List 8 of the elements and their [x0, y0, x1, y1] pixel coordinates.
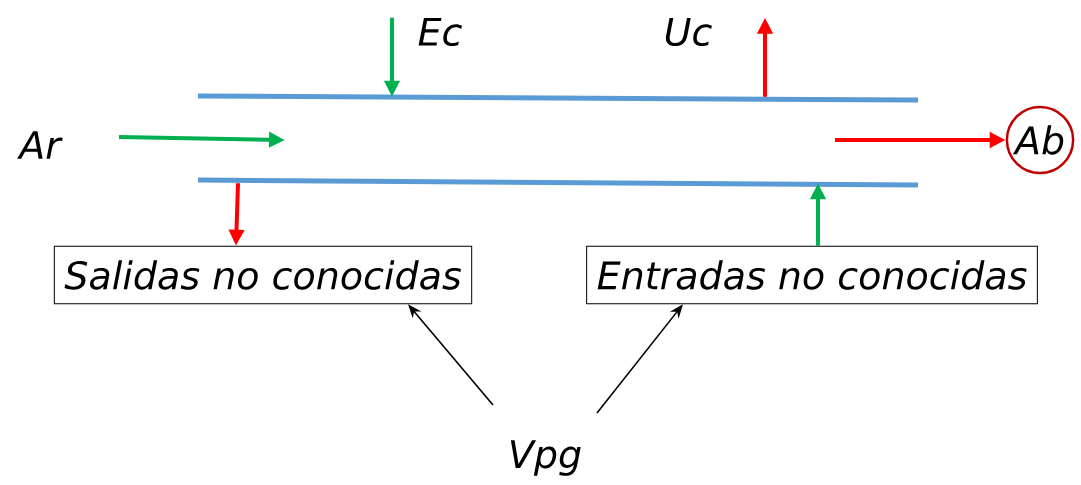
text-box: Salidas no conocidas: [53, 245, 473, 305]
text-box: Entradas no conocidas: [586, 245, 1038, 305]
flow-label: Ar: [17, 131, 63, 159]
circled-label: Ab: [1005, 105, 1075, 175]
flow-label: Uc: [665, 17, 712, 47]
source-label: Vpg: [510, 440, 581, 476]
flow-label: Ec: [418, 17, 462, 47]
pipe-drawing: [198, 93, 919, 188]
